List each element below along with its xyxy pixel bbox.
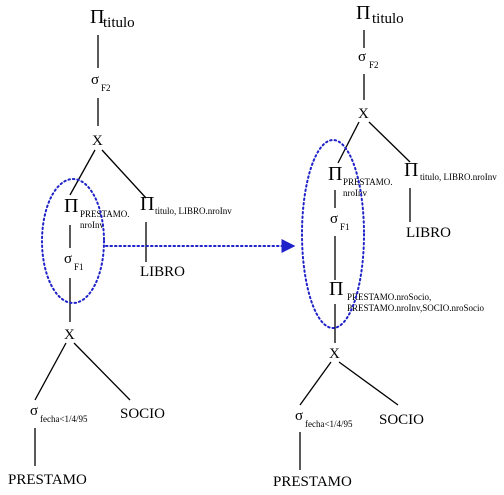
left-edge-join-proj-prestamo	[69, 149, 96, 196]
right-sigma-f2: σ	[358, 49, 366, 65]
left-socio-label: SOCIO	[120, 406, 165, 422]
left-root-subscript: titulo	[103, 15, 135, 31]
right-edge-join-socio	[338, 361, 399, 406]
left-proj-prestamo-subscript-2: nroInv	[80, 220, 104, 230]
right-prestamo-label: PRESTAMO	[273, 474, 352, 490]
right-proj-prestamo-subscript-2: nroInv	[343, 188, 367, 198]
right-proj-mid-pi: Π	[329, 278, 343, 300]
left-proj-prestamo-subscript-1: PRESTAMO.	[80, 209, 130, 219]
left-sigma-fecha-subscript: fecha<1/4/95	[40, 414, 88, 424]
right-join-top: X	[358, 106, 369, 122]
left-sigma-f2-subscript: F2	[101, 83, 111, 93]
right-root-pi: Π	[356, 2, 370, 24]
right-sigma-fecha: σ	[295, 408, 303, 424]
right-proj-mid-subscript-2: PRESTAMO.nroInv,SOCIO.nroSocio	[347, 303, 484, 313]
left-highlight-ellipse	[41, 178, 105, 304]
right-edge-join-proj-libro	[368, 121, 411, 163]
right-edge-join-proj-prestamo	[337, 121, 360, 164]
right-root-subscript: titulo	[372, 11, 404, 27]
right-sigma-f2-subscript: F2	[369, 60, 379, 70]
right-proj-prestamo-pi: Π	[328, 163, 342, 185]
right-highlight-ellipse	[301, 139, 365, 329]
right-sigma-fecha-subscript: fecha<1/4/95	[305, 419, 353, 429]
left-edge-join-sigma-fecha	[34, 342, 67, 401]
right-sigma-f1-subscript: F1	[340, 222, 350, 232]
right-proj-prestamo-subscript-1: PRESTAMO.	[343, 177, 393, 187]
left-join-top: X	[92, 133, 103, 149]
left-root-pi: Π	[90, 6, 104, 28]
left-proj-libro-subscript: titulo, LIBRO.nroInv	[155, 206, 232, 216]
left-edge-join-proj-libro	[101, 149, 147, 199]
right-edge-join-sigma-fecha	[299, 361, 332, 406]
right-tree: Π titulo σ F2 X Π PRESTAMO. nroInv Π tit…	[273, 2, 497, 490]
left-sigma-f1: σ	[64, 251, 72, 267]
right-proj-mid-subscript-1: PRESTAMO.nroSocio,	[347, 292, 431, 302]
right-proj-libro-pi: Π	[404, 159, 418, 181]
left-sigma-f2: σ	[91, 72, 99, 88]
left-sigma-f1-subscript: F1	[74, 262, 84, 272]
left-libro-label: LIBRO	[140, 264, 185, 280]
left-prestamo-label: PRESTAMO	[8, 472, 87, 488]
left-join-bottom: X	[64, 327, 75, 343]
left-proj-libro-pi: Π	[140, 193, 154, 215]
right-proj-libro-subscript: titulo, LIBRO.nroInv	[420, 172, 497, 182]
right-join-bottom: X	[329, 346, 340, 362]
right-libro-label: LIBRO	[406, 225, 451, 241]
left-sigma-fecha: σ	[30, 403, 38, 419]
left-proj-prestamo-pi: Π	[64, 195, 78, 217]
left-tree: Π titulo σ F2 X Π PRESTAMO. nroInv Π tit…	[8, 6, 232, 488]
right-sigma-f1: σ	[330, 211, 338, 227]
right-socio-label: SOCIO	[379, 412, 424, 428]
left-edge-join-socio	[73, 342, 131, 401]
